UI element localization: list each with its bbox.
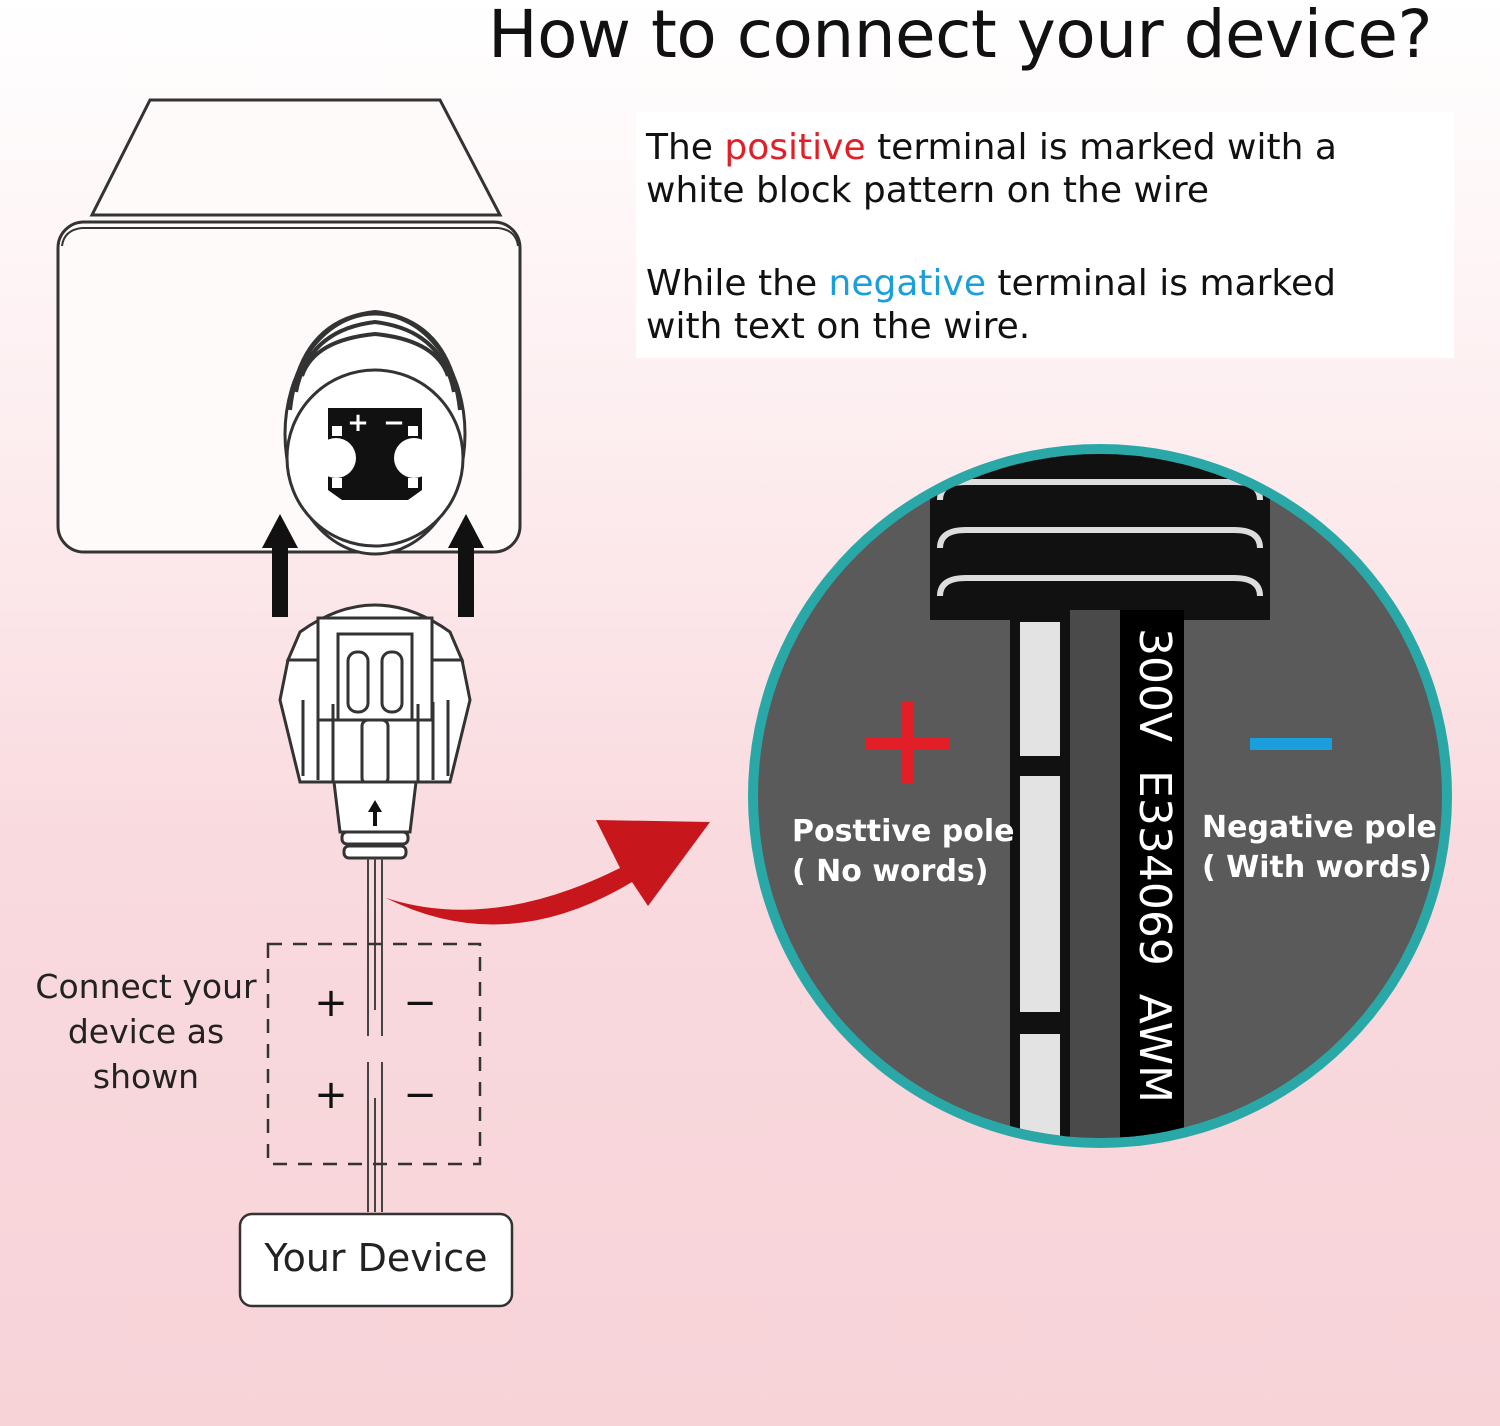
power-supply-box: [56, 98, 522, 554]
wire-minus-top: −: [403, 980, 437, 1026]
wire-minus-bottom: −: [403, 1072, 437, 1118]
wire-plus-top: +: [314, 980, 348, 1026]
connection-zone: [266, 942, 482, 1166]
connect-instruction: Connect your device as shown: [35, 967, 257, 1096]
insert-arrow-left: [262, 514, 298, 617]
dc-socket: [283, 309, 467, 556]
zoom-arrow: [386, 820, 710, 925]
negative-pole-label: Negative pole ( With words): [1202, 810, 1437, 885]
page-title: How to connect your device?: [488, 0, 1432, 73]
negative-keyword: negative: [828, 263, 986, 304]
insert-arrow-right: [448, 514, 484, 617]
device-box: [238, 1212, 514, 1308]
wire-print-text: 300V E334069 AWM: [1129, 628, 1180, 1103]
wire-cable: [367, 858, 383, 1212]
zoom-circle: [748, 444, 1452, 1148]
plug-connector: [278, 603, 472, 860]
socket-minus-sign: −: [383, 408, 405, 438]
positive-keyword: positive: [724, 127, 866, 168]
positive-pole-label: Posttive pole ( No words): [792, 814, 1015, 889]
device-label: Your Device: [264, 1236, 488, 1280]
socket-plus-sign: +: [347, 408, 369, 438]
wire-plus-bottom: +: [314, 1072, 348, 1118]
